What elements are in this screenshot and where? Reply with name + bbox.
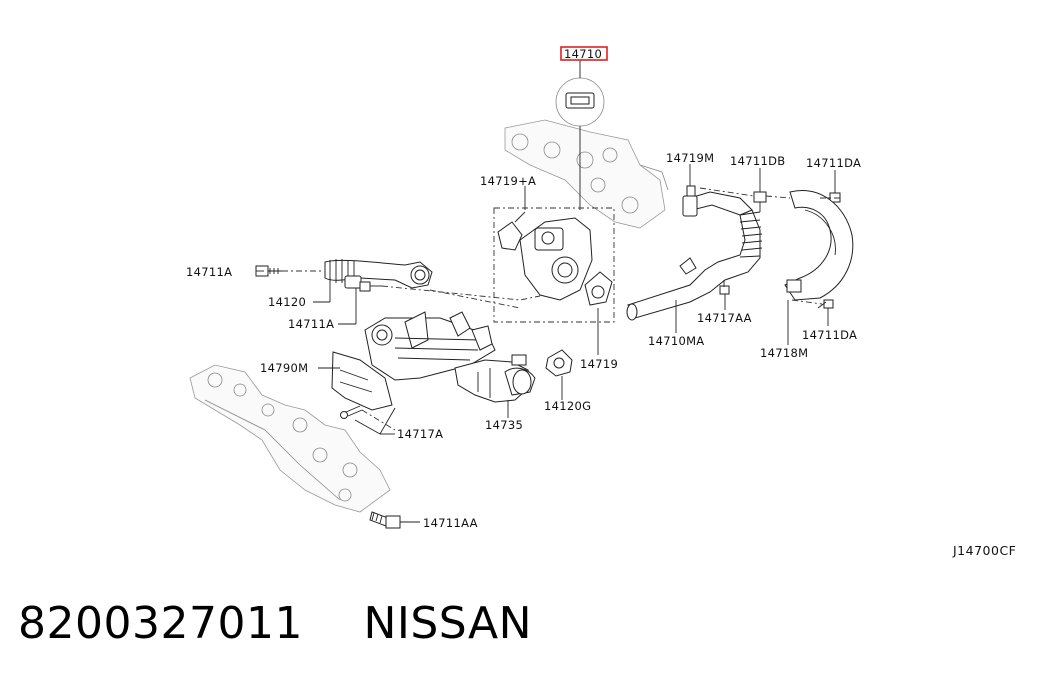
gasket-14120g[interactable] — [545, 349, 573, 377]
label-14735[interactable]: 14735 — [485, 418, 523, 432]
label-14718m[interactable]: 14718M — [760, 346, 808, 360]
egr-tube-14120[interactable] — [324, 259, 433, 289]
heat-shield-14718m[interactable] — [784, 190, 854, 301]
gasket-14719m[interactable] — [686, 185, 696, 197]
highlight-box-14710 — [560, 46, 608, 61]
drawing-code: J14700CF — [953, 543, 1017, 558]
bolt-14711db[interactable] — [753, 191, 767, 212]
leader-lines — [256, 60, 836, 523]
label-14711aa[interactable]: 14711AA — [423, 516, 478, 530]
part-number: 8200327011 — [18, 598, 303, 649]
bolt-14717a[interactable] — [340, 405, 363, 419]
brand-name: NISSAN — [363, 598, 533, 649]
bolt-14711a-mid[interactable] — [359, 281, 382, 292]
label-14717aa[interactable]: 14717AA — [697, 311, 752, 325]
bolt-14711da-bottom[interactable] — [817, 299, 834, 309]
label-14719a[interactable]: 14719+A — [480, 174, 536, 188]
label-14710[interactable]: 14710 — [564, 47, 602, 61]
label-14711da-bottom[interactable]: 14711DA — [802, 328, 857, 342]
label-14710ma[interactable]: 14710MA — [648, 334, 704, 348]
label-14120g[interactable]: 14120G — [544, 399, 591, 413]
footer-caption: 8200327011 NISSAN — [18, 598, 532, 649]
label-14719[interactable]: 14719 — [580, 357, 618, 371]
egr-elbow-14735[interactable] — [454, 354, 536, 403]
label-14719m[interactable]: 14719M — [666, 151, 714, 165]
egr-pipe-14710ma[interactable] — [626, 191, 763, 321]
assembly-centerlines — [282, 187, 840, 523]
cylinder-block-outline — [189, 364, 391, 513]
label-14790m[interactable]: 14790M — [260, 361, 308, 375]
heat-shield-14790m[interactable] — [331, 351, 393, 411]
bolt-14717aa[interactable] — [719, 280, 730, 295]
egr-cooler[interactable] — [364, 311, 496, 381]
egr-valve-assembly[interactable] — [493, 207, 615, 323]
label-14711a-left[interactable]: 14711A — [186, 265, 232, 279]
exhaust-manifold-outline — [504, 119, 669, 229]
label-14711db[interactable]: 14711DB — [730, 154, 785, 168]
bolt-14711aa[interactable] — [369, 511, 401, 529]
part-labels: 14710 14719M 14711DB 14711DA 14719+A 147… — [186, 47, 861, 530]
label-14717a[interactable]: 14717A — [397, 427, 443, 441]
label-14711a-mid[interactable]: 14711A — [288, 317, 334, 331]
label-14120[interactable]: 14120 — [268, 295, 306, 309]
parts-diagram: 14710 14719M 14711DB 14711DA 14719+A 147… — [186, 46, 861, 530]
label-14711da-top[interactable]: 14711DA — [806, 156, 861, 170]
